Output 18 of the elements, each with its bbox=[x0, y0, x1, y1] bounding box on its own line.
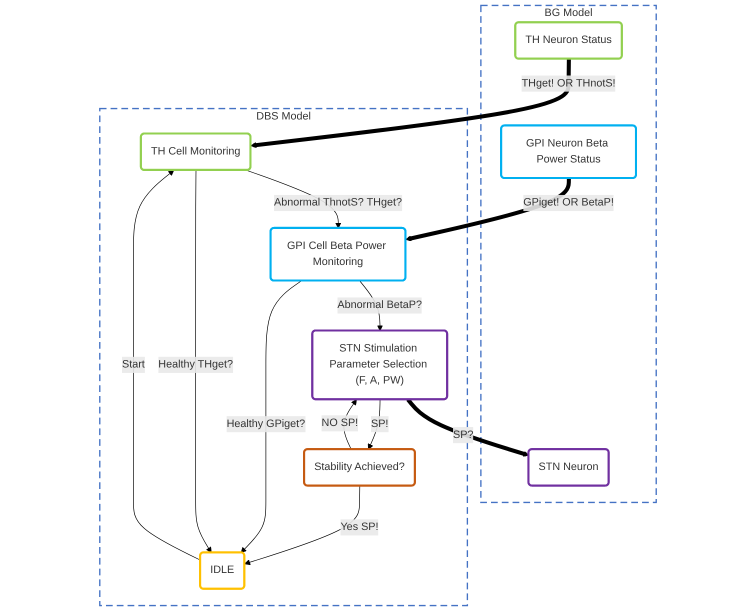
arrow bbox=[195, 170, 212, 553]
edge-label: Start bbox=[122, 358, 145, 370]
edge-label: Healthy THget? bbox=[158, 358, 234, 370]
arrow bbox=[368, 399, 380, 450]
edge-label: THget! OR THnotS! bbox=[522, 78, 616, 90]
arrow bbox=[250, 58, 571, 148]
arrow bbox=[240, 280, 302, 553]
edge-label: GPiget! OR BetaP! bbox=[523, 196, 614, 208]
edge-label: Abnormal ThnotS? THget? bbox=[274, 196, 402, 208]
arrow bbox=[244, 486, 360, 566]
edge-label: Healthy GPiget? bbox=[226, 418, 306, 430]
edge-label: SP? bbox=[453, 429, 474, 441]
edge-label: NO SP! bbox=[322, 417, 358, 429]
edge-label: Abnormal BetaP? bbox=[337, 299, 422, 311]
edge-label: SP! bbox=[371, 418, 388, 430]
arrow bbox=[133, 170, 201, 560]
edge-label: Yes SP! bbox=[340, 521, 378, 533]
arrow bbox=[406, 398, 530, 457]
